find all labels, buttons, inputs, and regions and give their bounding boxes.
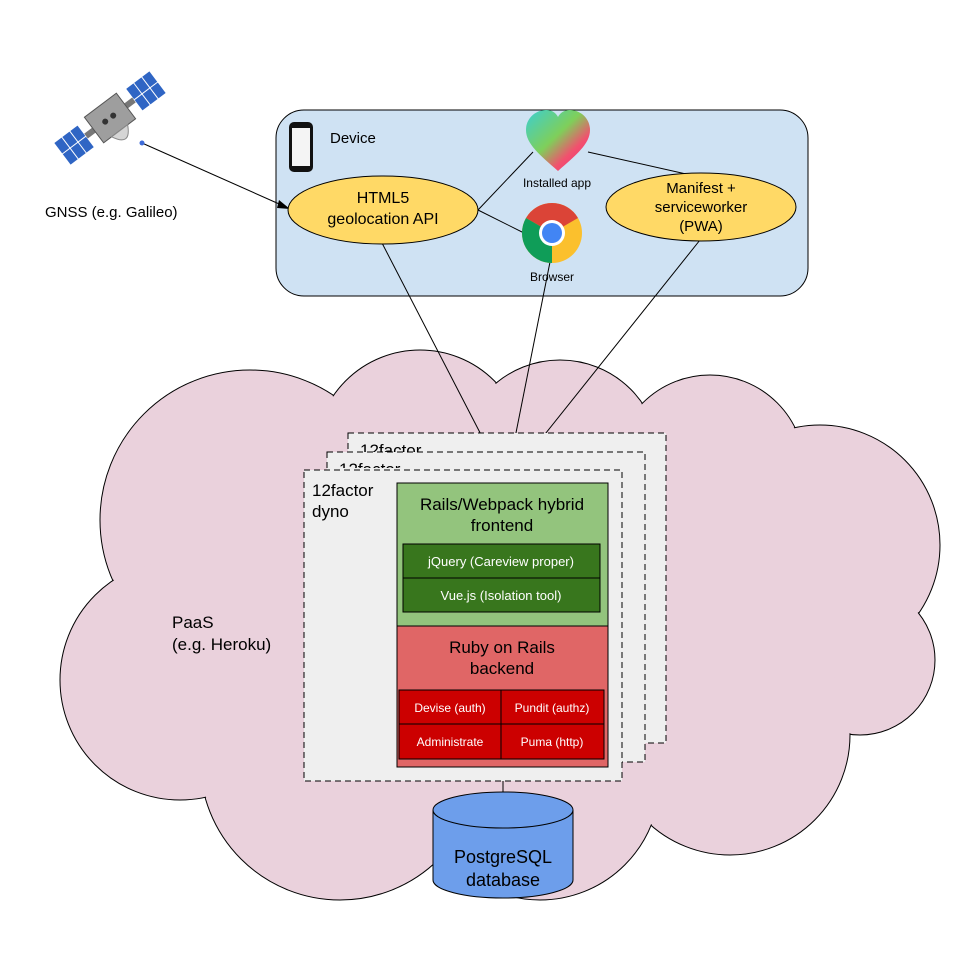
manifest-pwa-ellipse — [605, 172, 797, 242]
administrate-label: Administrate — [417, 735, 484, 749]
satellite-icon — [52, 70, 168, 166]
smartphone-icon — [289, 122, 313, 172]
gnss-label: GNSS (e.g. Galileo) — [45, 204, 178, 221]
backend-label-line2: backend — [470, 659, 534, 678]
manifest-label-line2: serviceworker — [655, 199, 748, 216]
vue-box — [402, 577, 601, 613]
devise-label: Devise (auth) — [414, 701, 485, 715]
chrome-icon — [521, 202, 582, 263]
manifest-label-line3: (PWA) — [679, 218, 723, 235]
browser-label: Browser — [530, 270, 574, 284]
pundit-label: Pundit (authz) — [515, 701, 590, 715]
dyno-label-line1: 12factor — [312, 481, 374, 500]
geolocation-api-ellipse — [287, 175, 479, 245]
heart-app-icon — [526, 110, 590, 171]
geolocation-label-line2: geolocation API — [327, 211, 438, 228]
postgresql-database — [432, 791, 574, 899]
paas-label-line2: (e.g. Heroku) — [172, 635, 271, 654]
manifest-label-line1: Manifest + — [666, 180, 736, 197]
puma-box — [500, 723, 605, 760]
gnss-link — [139, 140, 290, 209]
installed-app-label: Installed app — [523, 176, 591, 190]
frontend-label-line1: Rails/Webpack hybrid — [420, 495, 584, 514]
backend-label-line1: Ruby on Rails — [449, 638, 555, 657]
geolocation-label-line1: HTML5 — [357, 190, 410, 207]
paas-cloud — [59, 349, 941, 901]
jquery-label: jQuery (Careview proper) — [427, 554, 574, 569]
pundit-box — [500, 689, 605, 725]
paas-label-line1: PaaS — [172, 613, 214, 632]
puma-label: Puma (http) — [521, 735, 584, 749]
frontend-label-line2: frontend — [471, 516, 533, 535]
dyno-label-line2: dyno — [312, 502, 349, 521]
dyno-back-1-label: 12factor — [339, 460, 401, 479]
database-label-line2: database — [466, 870, 540, 890]
administrate-box — [398, 723, 502, 760]
database-label-line1: PostgreSQL — [454, 847, 552, 867]
device-label: Device — [330, 130, 376, 147]
vue-label: Vue.js (Isolation tool) — [441, 588, 562, 603]
